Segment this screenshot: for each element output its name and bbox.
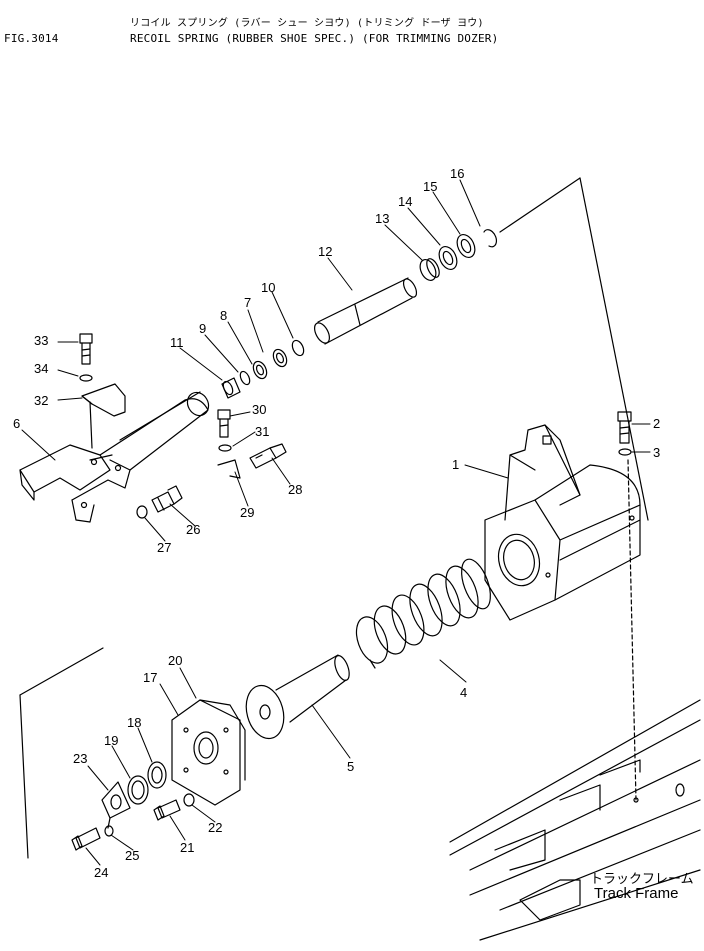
part-29-plate [217,459,241,479]
rings-18-19 [127,761,167,805]
callout-19: 19 [104,733,118,748]
alignment-line [627,459,637,801]
part-12-shaft [314,277,418,345]
callout-20: 20 [168,653,182,668]
callout-23: 23 [73,751,87,766]
callout-33: 33 [34,333,48,348]
callout-7: 7 [244,295,251,310]
callout-24: 24 [94,865,108,880]
part-24-bolt [71,827,101,851]
part-25-washer [104,825,114,837]
callout-30: 30 [252,402,266,417]
part-5-rod [245,654,350,740]
part-20-cover [171,699,246,806]
figure-number: FIG.3014 [4,32,59,45]
part-3-washer [618,448,632,456]
part-30-bolt [217,409,231,438]
title-japanese: リコイル スプリング (ラバー シュー シヨウ) (トリミング ドーザ ヨウ) [130,18,484,29]
part-6-yoke [19,391,210,523]
frame-lines [19,177,649,859]
callout-1: 1 [452,457,459,472]
part-23-plate [101,781,131,829]
callout-9: 9 [199,321,206,336]
callout-21: 21 [180,840,194,855]
part-34-washer [79,374,93,382]
callout-22: 22 [208,820,222,835]
callout-27: 27 [157,540,171,555]
callout-18: 18 [127,715,141,730]
callout-15: 15 [423,179,437,194]
track-frame-label-japanese: トラックフレーム [590,872,694,887]
callout-numbers: 1 2 3 4 5 6 7 8 9 10 11 12 13 14 15 16 1… [13,166,660,880]
callout-32: 32 [34,393,48,408]
part-32-bracket [81,383,126,449]
title-english: RECOIL SPRING (RUBBER SHOE SPEC.) (FOR T… [130,32,499,45]
callout-3: 3 [653,445,660,460]
callout-10: 10 [261,280,275,295]
callout-26: 26 [186,522,200,537]
part-27-washer [136,505,148,519]
callout-6: 6 [13,416,20,431]
part-33-bolt [79,333,93,365]
callout-13: 13 [375,211,389,226]
callout-2: 2 [653,416,660,431]
leader-lines [21,179,651,866]
track-frame-label-english: Track Frame [594,885,679,902]
part-28-fitting [249,443,287,469]
callout-34: 34 [34,361,48,376]
rings-13-16 [419,229,498,281]
part-22-washer [183,793,195,807]
part-26-bolt [151,485,183,513]
callout-8: 8 [220,308,227,323]
callout-14: 14 [398,194,412,209]
callout-31: 31 [255,424,269,439]
callout-16: 16 [450,166,464,181]
callout-12: 12 [318,244,332,259]
callout-4: 4 [460,685,467,700]
rings-7-11 [221,339,305,399]
callout-17: 17 [143,670,157,685]
callout-25: 25 [125,848,139,863]
part-31-washer [218,444,232,452]
callout-28: 28 [288,482,302,497]
part-21-bolt [153,799,181,821]
callout-5: 5 [347,759,354,774]
track-frame [449,699,701,941]
part-2-bolt [617,411,632,444]
part-4-spring [355,558,491,669]
part-1-housing [484,424,641,621]
callout-11: 11 [170,335,184,350]
callout-29: 29 [240,505,254,520]
